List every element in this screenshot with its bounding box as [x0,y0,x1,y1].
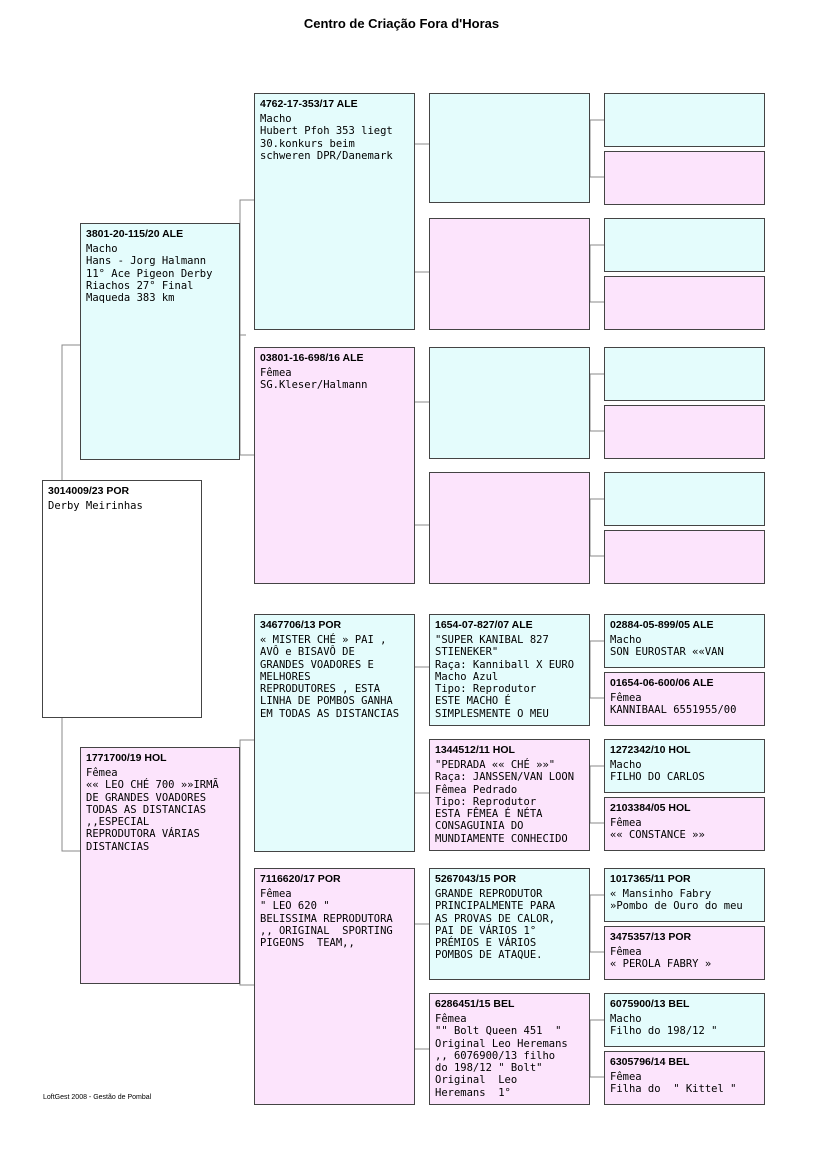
pedigree-dam-dam-dam-sire[interactable]: 6075900/13 BEL Macho Filho do 198/12 " [604,993,765,1047]
pedigree-dam-dam-sire-dam[interactable]: 3475357/13 POR Fêmea « PEROLA FABRY » [604,926,765,980]
bird-info: Fêmea KANNIBAAL 6551955/00 [610,692,737,717]
ring-number: 03801-16-698/16 ALE [260,352,364,364]
ring-number: 6305796/14 BEL [610,1056,690,1068]
pedigree-subject[interactable]: 3014009/23 POR Derby Meirinhas [42,480,202,718]
ring-number: 5267043/15 POR [435,873,517,885]
bird-info: Macho Hans - Jorg Halmann 11° Ace Pigeon… [86,243,213,305]
ring-number: 1017365/11 POR [610,873,691,885]
bird-info: Macho FILHO DO CARLOS [610,759,705,784]
pedigree-dam-dam-sire[interactable]: 5267043/15 POR GRANDE REPRODUTOR PRINCIP… [429,868,590,980]
pedigree-dam-dam[interactable]: 7116620/17 POR Fêmea " LEO 620 " BELISSI… [254,868,415,1105]
bird-info: Derby Meirinhas [48,500,143,512]
bird-info: "SUPER KANIBAL 827 STIENEKER" Raça: Kann… [435,634,575,720]
pedigree-empty-slot[interactable] [604,276,765,330]
pedigree-sire-sire[interactable]: 4762-17-353/17 ALE Macho Hubert Pfoh 353… [254,93,415,330]
bird-info: Macho Filho do 198/12 " [610,1013,718,1038]
pedigree-dam-sire[interactable]: 3467706/13 POR « MISTER CHÉ » PAI , AVÔ … [254,614,415,852]
pedigree-dam-sire-sire-dam[interactable]: 01654-06-600/06 ALE Fêmea KANNIBAAL 6551… [604,672,765,726]
pedigree-empty-slot[interactable] [604,347,765,401]
pedigree-dam-sire-dam-dam[interactable]: 2103384/05 HOL Fêmea «« CONSTANCE »» [604,797,765,851]
ring-number: 1344512/11 HOL [435,744,515,756]
pedigree-sire-dam[interactable]: 03801-16-698/16 ALE Fêmea SG.Kleser/Halm… [254,347,415,584]
ring-number: 6075900/13 BEL [610,998,690,1010]
ring-number: 01654-06-600/06 ALE [610,677,714,689]
pedigree-empty-slot[interactable] [604,530,765,584]
ring-number: 6286451/15 BEL [435,998,515,1010]
bird-info: GRANDE REPRODUTOR PRINCIPALMENTE PARA AS… [435,888,556,962]
ring-number: 3801-20-115/20 ALE [86,228,184,240]
bird-info: Fêmea " LEO 620 " BELISSIMA REPRODUTORA … [260,888,393,950]
pedigree-empty-slot[interactable] [604,151,765,205]
pedigree-dam-sire-dam[interactable]: 1344512/11 HOL "PEDRADA «« CHÉ »»" Raça:… [429,739,590,851]
bird-info: « MISTER CHÉ » PAI , AVÔ e BISAVÔ DE GRA… [260,634,400,720]
pedigree-dam-dam-sire-sire[interactable]: 1017365/11 POR « Mansinho Fabry »Pombo d… [604,868,765,922]
bird-info: Fêmea «« CONSTANCE »» [610,817,705,842]
pedigree-dam-dam-dam-dam[interactable]: 6305796/14 BEL Fêmea Filha do " Kittel " [604,1051,765,1105]
pedigree-sire[interactable]: 3801-20-115/20 ALE Macho Hans - Jorg Hal… [80,223,240,460]
pedigree-empty-slot[interactable] [429,218,590,330]
bird-info: « Mansinho Fabry »Pombo de Ouro do meu [610,888,743,913]
pedigree-empty-slot[interactable] [604,218,765,272]
ring-number: 02884-05-899/05 ALE [610,619,714,631]
pedigree-empty-slot[interactable] [429,347,590,459]
pedigree-empty-slot[interactable] [604,405,765,459]
pedigree-dam-sire-dam-sire[interactable]: 1272342/10 HOL Macho FILHO DO CARLOS [604,739,765,793]
pedigree-empty-slot[interactable] [604,93,765,147]
ring-number: 3014009/23 POR [48,485,130,497]
ring-number: 7116620/17 POR [260,873,341,885]
pedigree-empty-slot[interactable] [429,93,590,203]
ring-number: 3467706/13 POR [260,619,342,631]
page-title: Centro de Criação Fora d'Horas [303,16,500,31]
bird-info: Fêmea "" Bolt Queen 451 " Original Leo H… [435,1013,568,1099]
pedigree-empty-slot[interactable] [604,472,765,526]
pedigree-dam-dam-dam[interactable]: 6286451/15 BEL Fêmea "" Bolt Queen 451 "… [429,993,590,1105]
bird-info: Fêmea «« LEO CHÉ 700 »»IRMÃ DE GRANDES V… [86,767,219,853]
ring-number: 1771700/19 HOL [86,752,167,764]
bird-info: Macho SON EUROSTAR ««VAN [610,634,724,659]
bird-info: Fêmea SG.Kleser/Halmann [260,367,368,392]
ring-number: 1272342/10 HOL [610,744,691,756]
ring-number: 3475357/13 POR [610,931,692,943]
bird-info: Macho Hubert Pfoh 353 liegt 30.konkurs b… [260,113,393,162]
pedigree-dam-sire-sire[interactable]: 1654-07-827/07 ALE "SUPER KANIBAL 827 ST… [429,614,590,726]
ring-number: 4762-17-353/17 ALE [260,98,358,110]
ring-number: 2103384/05 HOL [610,802,691,814]
ring-number: 1654-07-827/07 ALE [435,619,533,631]
footer-credit: LoftGest 2008 - Gestão de Pombal [43,1094,152,1101]
bird-info: "PEDRADA «« CHÉ »»" Raça: JANSSEN/VAN LO… [435,759,575,845]
pedigree-dam[interactable]: 1771700/19 HOL Fêmea «« LEO CHÉ 700 »»IR… [80,747,240,984]
pedigree-dam-sire-sire-sire[interactable]: 02884-05-899/05 ALE Macho SON EUROSTAR «… [604,614,765,668]
bird-info: Fêmea « PEROLA FABRY » [610,946,712,971]
bird-info: Fêmea Filha do " Kittel " [610,1071,737,1096]
pedigree-empty-slot[interactable] [429,472,590,584]
